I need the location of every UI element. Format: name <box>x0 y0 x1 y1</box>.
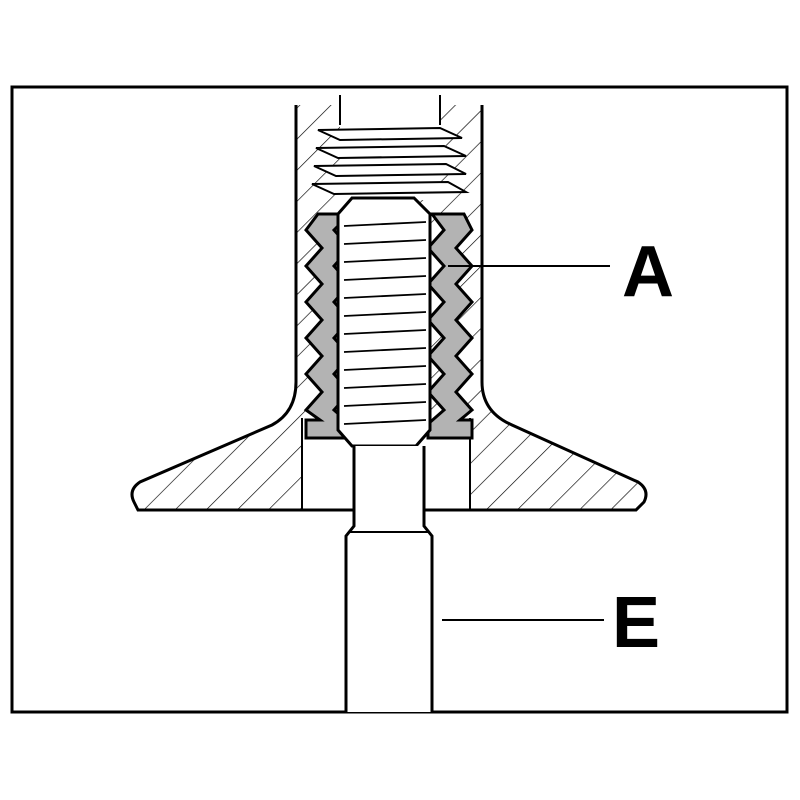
bolt-thread-lines <box>343 221 427 425</box>
bolt-neck <box>344 446 434 712</box>
label-a: A <box>622 232 674 312</box>
bolt-threaded-section <box>336 196 432 448</box>
insert-coil-right <box>425 212 475 440</box>
upper-threads <box>311 126 470 196</box>
label-e: E <box>612 583 660 663</box>
